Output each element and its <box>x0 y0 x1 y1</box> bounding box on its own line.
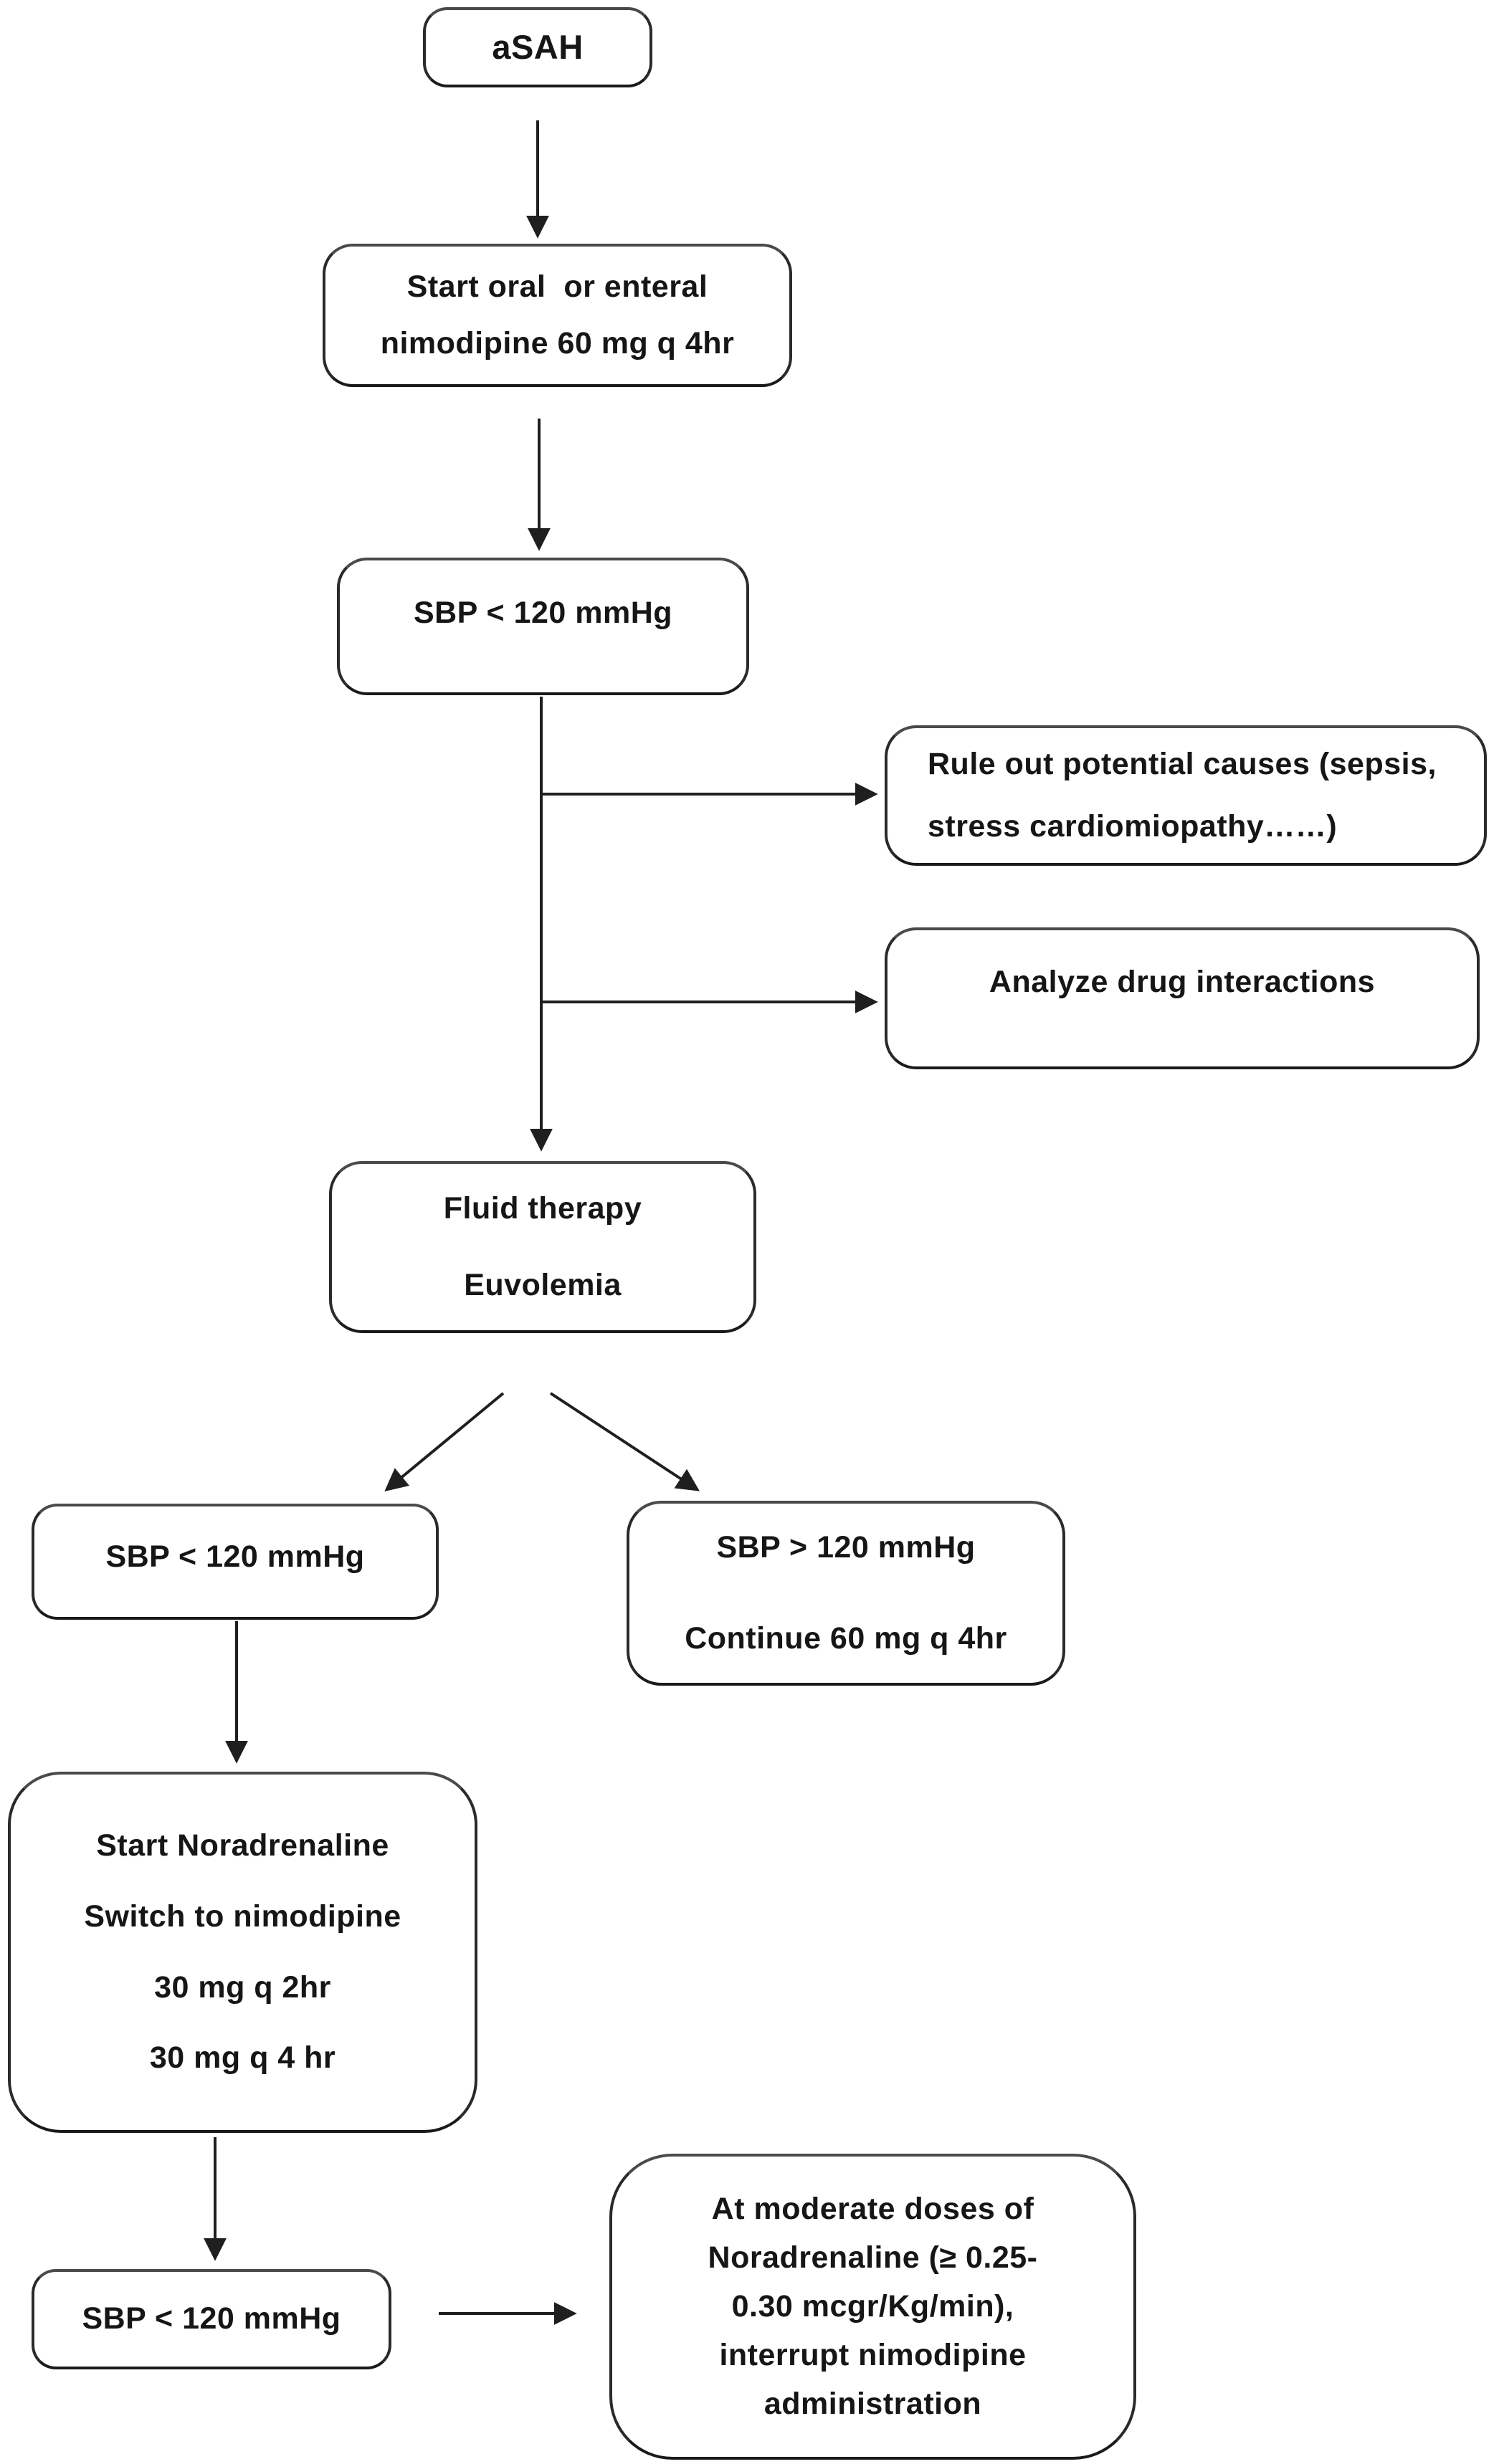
node-noradrenaline-line2: Switch to nimodipine <box>84 1899 401 1934</box>
node-fluid-therapy: Fluid therapy Euvolemia <box>329 1161 756 1333</box>
node-sbp-high-line2: Continue 60 mg q 4hr <box>685 1621 1007 1656</box>
node-sbp-low-2: SBP < 120 mmHg <box>32 1504 439 1620</box>
node-noradrenaline-line3: 30 mg q 2hr <box>154 1969 331 2005</box>
node-fluid-line2: Euvolemia <box>464 1268 622 1302</box>
node-sbp-low-1-label: SBP < 120 mmHg <box>413 596 673 631</box>
arrow-fluid-to-sbp2 <box>384 1392 505 1492</box>
node-noradrenaline-line1: Start Noradrenaline <box>96 1828 389 1863</box>
node-sbp-low-2-label: SBP < 120 mmHg <box>105 1539 365 1575</box>
node-start-nimodipine: Start oral or enteral nimodipine 60 mg q… <box>323 244 792 387</box>
node-start-noradrenaline: Start Noradrenaline Switch to nimodipine… <box>8 1772 477 2133</box>
node-sbp-high: SBP > 120 mmHg Continue 60 mg q 4hr <box>627 1501 1065 1686</box>
node-noradrenaline-line4: 30 mg q 4 hr <box>149 2040 336 2076</box>
node-moderate-line5: administration <box>763 2386 982 2421</box>
node-sbp-low-3: SBP < 120 mmHg <box>32 2269 391 2369</box>
node-moderate-line2: Noradrenaline (≥ 0.25- <box>708 2240 1038 2275</box>
node-start-nimodipine-line2: nimodipine 60 mg q 4hr <box>380 326 735 360</box>
node-rule-out-line1: Rule out potential causes (sepsis, <box>928 746 1437 781</box>
node-rule-out-causes: Rule out potential causes (sepsis, stres… <box>885 725 1487 866</box>
node-moderate-line1: At moderate doses of <box>711 2191 1034 2226</box>
node-moderate-line3: 0.30 mcgr/Kg/min), <box>731 2288 1014 2324</box>
node-analyze-drug-interactions: Analyze drug interactions <box>885 927 1480 1069</box>
node-sbp-low-1: SBP < 120 mmHg <box>337 558 749 695</box>
node-moderate-line4: interrupt nimodipine <box>719 2337 1027 2372</box>
node-analyze-label: Analyze drug interactions <box>989 965 1376 1000</box>
node-moderate-dose-interrupt: At moderate doses of Noradrenaline (≥ 0.… <box>609 2154 1136 2460</box>
node-asah: aSAH <box>423 7 652 87</box>
node-sbp-high-line1: SBP > 120 mmHg <box>716 1529 976 1565</box>
node-asah-label: aSAH <box>492 27 584 66</box>
node-start-nimodipine-line1: Start oral or enteral <box>406 269 708 304</box>
arrow-fluid-to-sbphigh <box>549 1392 700 1491</box>
node-rule-out-line2: stress cardiomiopathy……) <box>928 809 1338 844</box>
node-fluid-line1: Fluid therapy <box>443 1190 642 1226</box>
node-sbp-low-3-label: SBP < 120 mmHg <box>82 2301 341 2336</box>
